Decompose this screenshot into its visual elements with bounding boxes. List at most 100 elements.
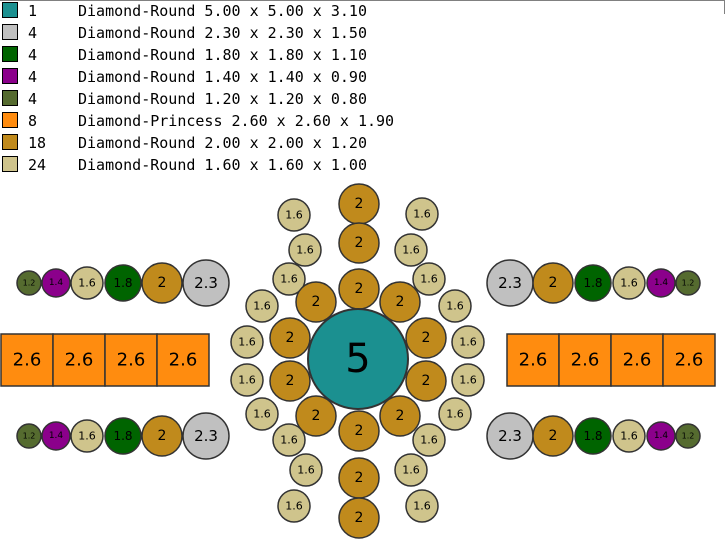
legend-quantity: 4 xyxy=(28,90,38,108)
legend-quantity: 8 xyxy=(28,112,38,130)
stone-round-2-30: 2.3 xyxy=(182,412,230,460)
stone-size-label: 2 xyxy=(549,275,558,291)
legend-quantity: 1 xyxy=(28,2,38,20)
stone-size-label: 2 xyxy=(312,408,321,424)
stone-size-label: 1.4 xyxy=(49,431,64,441)
stone-size-label: 2 xyxy=(355,470,364,486)
stone-size-label: 1.6 xyxy=(402,464,420,477)
stone-size-label: 2 xyxy=(355,510,364,526)
stone-size-label: 1.6 xyxy=(285,209,303,222)
top-border xyxy=(0,0,725,1)
stone-size-label: 2.6 xyxy=(623,350,652,371)
stone-size-label: 1.6 xyxy=(78,430,96,443)
stone-round-1-20: 1.2 xyxy=(675,423,701,449)
stone-round-1-60: 1.6 xyxy=(272,423,306,457)
legend-swatch xyxy=(2,24,18,40)
stone-round-1-80: 1.8 xyxy=(104,417,142,455)
stone-round-2-00: 2 xyxy=(532,262,574,304)
legend-swatch xyxy=(2,134,18,150)
stone-round-2-00: 2 xyxy=(379,281,421,323)
legend-swatch xyxy=(2,112,18,128)
stone-round-1-60: 1.6 xyxy=(612,266,646,300)
stone-princess-2-60: 2.6 xyxy=(662,333,716,387)
stone-round-2-30: 2.3 xyxy=(182,259,230,307)
stone-size-label: 1.6 xyxy=(446,300,464,313)
stone-size-label: 2 xyxy=(158,428,167,444)
stone-size-label: 2.3 xyxy=(194,274,218,292)
stone-size-label: 2 xyxy=(355,281,364,297)
stone-round-1-60: 1.6 xyxy=(70,419,104,453)
stone-round-2-00: 2 xyxy=(295,395,337,437)
legend-quantity: 4 xyxy=(28,68,38,86)
legend-swatch xyxy=(2,156,18,172)
stone-size-label: 1.4 xyxy=(654,278,669,288)
stone-round-1-60: 1.6 xyxy=(405,489,439,523)
legend-quantity: 4 xyxy=(28,24,38,42)
stone-size-label: 2 xyxy=(312,294,321,310)
stone-princess-2-60: 2.6 xyxy=(0,333,54,387)
stone-round-1-80: 1.8 xyxy=(574,264,612,302)
stone-size-label: 1.6 xyxy=(413,208,431,221)
stone-size-label: 1.4 xyxy=(49,278,64,288)
stone-round-2-00: 2 xyxy=(141,415,183,457)
legend-description: Diamond-Round 1.40 x 1.40 x 0.90 xyxy=(78,68,367,86)
stone-size-label: 1.6 xyxy=(620,277,638,290)
stone-size-label: 2 xyxy=(396,294,405,310)
stone-size-label: 1.6 xyxy=(253,408,271,421)
stone-round-1-40: 1.4 xyxy=(41,421,71,451)
stone-round-1-60: 1.6 xyxy=(438,397,472,431)
stone-size-label: 2.6 xyxy=(675,350,704,371)
stone-round-1-60: 1.6 xyxy=(272,262,306,296)
stone-size-label: 1.6 xyxy=(420,434,438,447)
stone-size-label: 1.2 xyxy=(682,279,695,288)
stone-size-label: 1.6 xyxy=(413,500,431,513)
legend-swatch xyxy=(2,46,18,62)
stone-round-2-30: 2.3 xyxy=(486,412,534,460)
stone-round-1-60: 1.6 xyxy=(451,325,485,359)
stone-round-1-60: 1.6 xyxy=(245,289,279,323)
legend-description: Diamond-Round 1.20 x 1.20 x 0.80 xyxy=(78,90,367,108)
stone-round-1-60: 1.6 xyxy=(412,262,446,296)
stone-size-label: 1.6 xyxy=(459,374,477,387)
stone-size-label: 1.6 xyxy=(297,464,315,477)
stone-size-label: 1.6 xyxy=(285,500,303,513)
stone-round-1-60: 1.6 xyxy=(412,423,446,457)
stone-round-1-60: 1.6 xyxy=(438,289,472,323)
stone-size-label: 1.6 xyxy=(620,430,638,443)
legend-description: Diamond-Round 2.00 x 2.00 x 1.20 xyxy=(78,134,367,152)
stone-round-2-00: 2 xyxy=(338,410,380,452)
stone-round-1-40: 1.4 xyxy=(41,268,71,298)
stone-size-label: 2.3 xyxy=(498,427,522,445)
stone-size-label: 1.2 xyxy=(23,432,36,441)
stone-size-label: 1.6 xyxy=(238,374,256,387)
stone-round-2-00: 2 xyxy=(338,457,380,499)
stone-size-label: 2 xyxy=(355,196,364,212)
legend-swatch xyxy=(2,2,18,18)
stone-round-1-60: 1.6 xyxy=(70,266,104,300)
stone-size-label: 2.6 xyxy=(117,350,146,371)
stone-round-1-60: 1.6 xyxy=(394,453,428,487)
stone-round-1-80: 1.8 xyxy=(574,417,612,455)
stone-size-label: 2 xyxy=(355,235,364,251)
stone-round-1-60: 1.6 xyxy=(277,198,311,232)
stone-size-label: 2 xyxy=(396,408,405,424)
stone-round-1-20: 1.2 xyxy=(16,423,42,449)
stone-size-label: 1.6 xyxy=(253,300,271,313)
stone-size-label: 2.6 xyxy=(519,350,548,371)
stone-round-1-60: 1.6 xyxy=(230,363,264,397)
stone-size-label: 2 xyxy=(286,330,295,346)
stone-size-label: 2 xyxy=(422,373,431,389)
stone-size-label: 2 xyxy=(422,330,431,346)
stone-size-label: 1.6 xyxy=(78,277,96,290)
stone-size-label: 1.8 xyxy=(583,429,602,443)
stone-round-1-40: 1.4 xyxy=(646,268,676,298)
stone-size-label: 2.6 xyxy=(13,350,42,371)
stone-size-label: 1.6 xyxy=(446,408,464,421)
stone-round-1-60: 1.6 xyxy=(394,233,428,267)
legend-swatch xyxy=(2,68,18,84)
